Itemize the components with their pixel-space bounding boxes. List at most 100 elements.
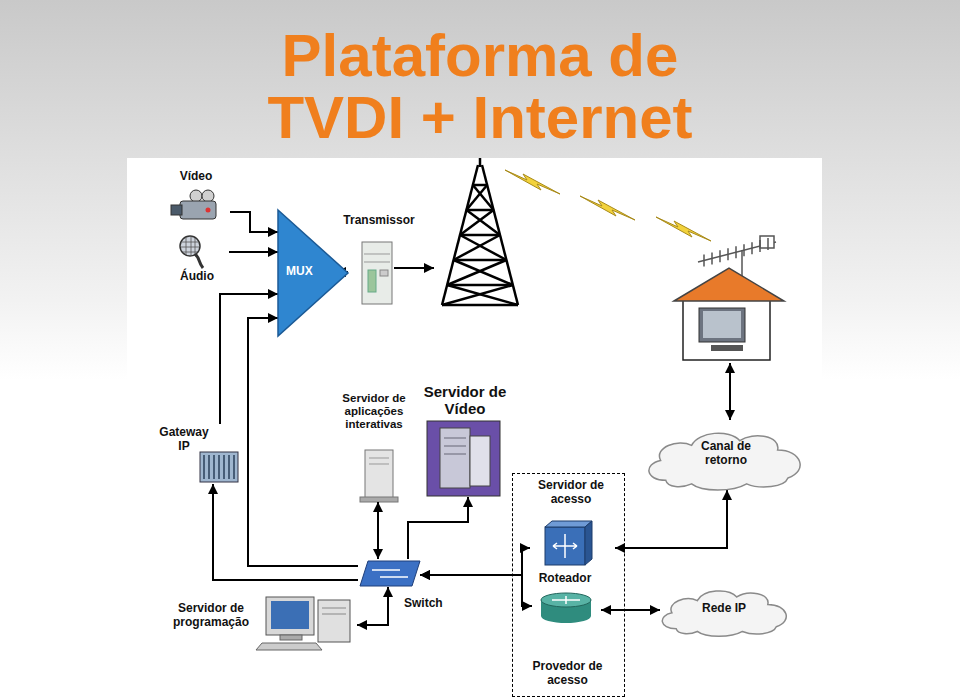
source-node: Vídeo xyxy=(165,168,230,226)
broadcast-signal xyxy=(505,170,711,241)
mux-triangle: MUX xyxy=(278,210,348,336)
server-node: Servidor de Vídeo xyxy=(414,383,519,497)
gateway-icon xyxy=(203,455,205,479)
connector-arrow xyxy=(357,587,388,625)
house-antenna xyxy=(759,240,761,252)
transmitter-device xyxy=(368,270,376,292)
node-label: Servidor de Vídeo xyxy=(414,383,516,418)
house-antenna xyxy=(703,254,705,266)
computer-icon xyxy=(266,597,314,635)
transmission-tower xyxy=(460,235,506,260)
connector-arrow xyxy=(420,548,530,575)
transmission-tower xyxy=(460,210,494,235)
house-antenna xyxy=(735,246,737,258)
access-server-icon xyxy=(553,534,577,558)
server-icon xyxy=(369,458,389,464)
computer-icon xyxy=(322,608,346,614)
node-label: Roteador xyxy=(532,572,598,586)
house-antenna xyxy=(760,236,774,248)
connector-arrow xyxy=(615,490,727,548)
video-camera xyxy=(171,205,182,215)
house xyxy=(711,345,743,351)
house-antenna xyxy=(727,248,729,260)
connector-arrow xyxy=(248,318,358,566)
switch-icon xyxy=(372,570,408,577)
cloud-outline xyxy=(649,433,800,490)
computer-node: Servidor de programação xyxy=(165,598,357,648)
transmitter-device xyxy=(362,242,392,304)
router-icon xyxy=(541,593,591,607)
transmission-tower xyxy=(479,158,482,167)
gateway-icon xyxy=(200,452,238,482)
signal-arrow xyxy=(394,267,434,269)
transmission-tower xyxy=(454,259,507,262)
house xyxy=(674,268,784,301)
slide-title: Plataforma de TVDI + Internet xyxy=(220,25,740,149)
video-server-icon xyxy=(444,438,466,454)
dashed-group: Provedor de acesso Servidor de acessoRote… xyxy=(512,473,625,697)
switch-node: Switch xyxy=(358,559,420,587)
router-node: Roteador xyxy=(532,570,601,626)
transmission-tower xyxy=(466,185,487,210)
transmitter-device xyxy=(362,242,392,304)
transmission-tower xyxy=(466,209,493,212)
node-label: Rede IP xyxy=(655,602,793,616)
computer-icon xyxy=(256,643,322,650)
transmission-tower xyxy=(460,234,500,237)
computer-icon xyxy=(271,601,309,629)
router-icon xyxy=(552,596,580,604)
router-icon xyxy=(541,593,591,623)
access-server-icon xyxy=(545,521,592,527)
house-antenna xyxy=(711,252,713,264)
transmission-tower xyxy=(454,235,500,260)
broadcast-signal xyxy=(656,217,711,241)
source-node: Áudio xyxy=(168,232,229,288)
transmission-tower xyxy=(442,285,513,305)
node-label: Switch xyxy=(404,597,460,611)
server-icon xyxy=(360,497,398,502)
node-label: Servidor de acesso xyxy=(530,479,612,507)
video-camera xyxy=(190,190,202,202)
house xyxy=(699,308,745,342)
gateway-icon xyxy=(213,455,215,479)
gateway-icon xyxy=(223,455,225,479)
transmission-tower xyxy=(447,260,506,285)
server-icon xyxy=(360,450,398,502)
computer-icon xyxy=(318,600,350,642)
connector-arrow xyxy=(229,251,278,253)
node-label: Canal de retorno xyxy=(686,440,766,468)
house xyxy=(703,311,741,338)
transmission-tower xyxy=(447,285,518,305)
transmission-tower xyxy=(454,260,513,285)
microphone xyxy=(181,236,199,256)
return-arrow xyxy=(729,363,731,420)
video-camera xyxy=(171,190,216,219)
house-antenna xyxy=(751,242,753,254)
house xyxy=(674,268,784,360)
access-server-icon xyxy=(545,521,592,565)
access-server-icon xyxy=(545,527,585,565)
transmission-tower xyxy=(466,210,500,235)
transmitter-device xyxy=(380,270,388,276)
connector-arrow xyxy=(230,212,278,232)
broadcast-signal xyxy=(505,170,560,194)
node-label: Provedor de acesso xyxy=(513,660,622,688)
node-label: Gateway IP xyxy=(154,426,214,454)
server-node: Servidor de aplicações interativas xyxy=(333,392,418,502)
computer-icon xyxy=(256,597,350,650)
server-icon xyxy=(365,450,393,498)
connector-arrow xyxy=(377,502,379,559)
house-antenna xyxy=(767,238,769,250)
gateway-node: Gateway IP xyxy=(154,424,240,484)
access-server-icon xyxy=(585,521,592,565)
computer-icon xyxy=(280,635,302,640)
gateway-icon xyxy=(218,455,220,479)
connector-arrow xyxy=(601,609,660,611)
node-label: Servidor de aplicações interativas xyxy=(333,392,415,432)
video-server-icon xyxy=(427,421,500,496)
gateway-icon xyxy=(200,452,238,482)
microphone xyxy=(180,236,203,268)
triangle-outline xyxy=(278,210,348,336)
server-node: Servidor de acesso xyxy=(530,477,615,569)
